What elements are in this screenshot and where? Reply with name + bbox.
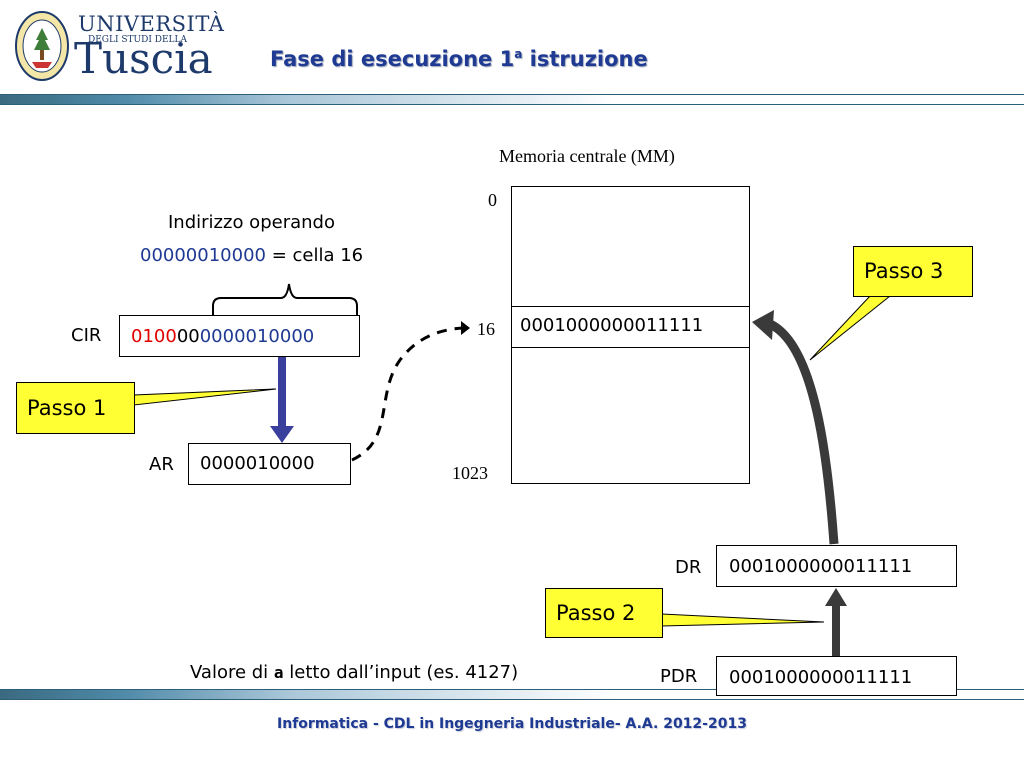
cir-label: CIR <box>71 325 102 346</box>
operand-address-line: 00000010000 = cella 16 <box>140 245 363 266</box>
pdr-label: PDR <box>660 666 698 687</box>
dr-to-memory-arrow <box>767 319 839 545</box>
ar-to-memory-dashed-arrow <box>351 326 463 462</box>
input-note: Valore di a letto dall’input (es. 4127) <box>190 662 519 683</box>
passo3-callout: Passo 3 <box>853 246 973 297</box>
cir-register: 0100000000010000 <box>119 315 360 357</box>
operand-cell-text: = cella 16 <box>265 245 364 266</box>
cir-mode: 00 <box>176 326 200 347</box>
pdr-to-dr-arrow-shaft <box>832 605 840 657</box>
cir-address: 0000010000 <box>199 326 315 347</box>
footer-course-text: Informatica - CDL in Ingegneria Industri… <box>277 716 747 732</box>
dr-to-memory-arrow-head <box>752 310 774 340</box>
input-variable: a <box>273 663 284 682</box>
cir-to-ar-arrow-head <box>270 426 294 443</box>
cir-to-ar-arrow-shaft <box>278 356 286 428</box>
memory-cell-16: 0001000000011111 <box>511 306 750 348</box>
memory-title: Memoria centrale (MM) <box>499 146 675 166</box>
passo2-pointer <box>661 613 825 627</box>
memory-address-16: 16 <box>477 319 495 339</box>
footer-divider-bar <box>0 689 1024 700</box>
university-seal-logo <box>14 10 70 82</box>
memory-address-1023: 1023 <box>452 463 488 483</box>
dr-register: 0001000000011111 <box>716 545 957 587</box>
slide-title: Fase di esecuzione 1a istruzione <box>270 47 648 71</box>
memory-address-0: 0 <box>488 190 497 210</box>
passo2-callout: Passo 2 <box>545 588 663 638</box>
passo1-callout: Passo 1 <box>16 382 135 434</box>
ar-register: 0000010000 <box>188 443 351 485</box>
logo-tuscia-text: Tuscia <box>74 34 213 83</box>
logo-university-text: UNIVERSITÀ <box>78 12 225 36</box>
pdr-to-dr-arrow-head <box>825 588 847 606</box>
passo3-pointer <box>809 295 892 361</box>
ar-label: AR <box>149 454 174 475</box>
logo-degli-studi-text: DEGLI STUDI DELLA <box>88 35 187 45</box>
operand-caption: Indirizzo operando <box>168 212 335 233</box>
passo1-pointer <box>133 388 277 406</box>
pdr-register: 0001000000011111 <box>716 656 957 696</box>
operand-binary: 00000010000 <box>140 245 266 266</box>
header-divider-bar <box>0 94 1024 105</box>
dr-label: DR <box>675 557 702 578</box>
ar-to-memory-arrow-head <box>461 321 470 335</box>
cir-opcode: 0100 <box>131 326 177 347</box>
operand-brace <box>212 283 358 318</box>
